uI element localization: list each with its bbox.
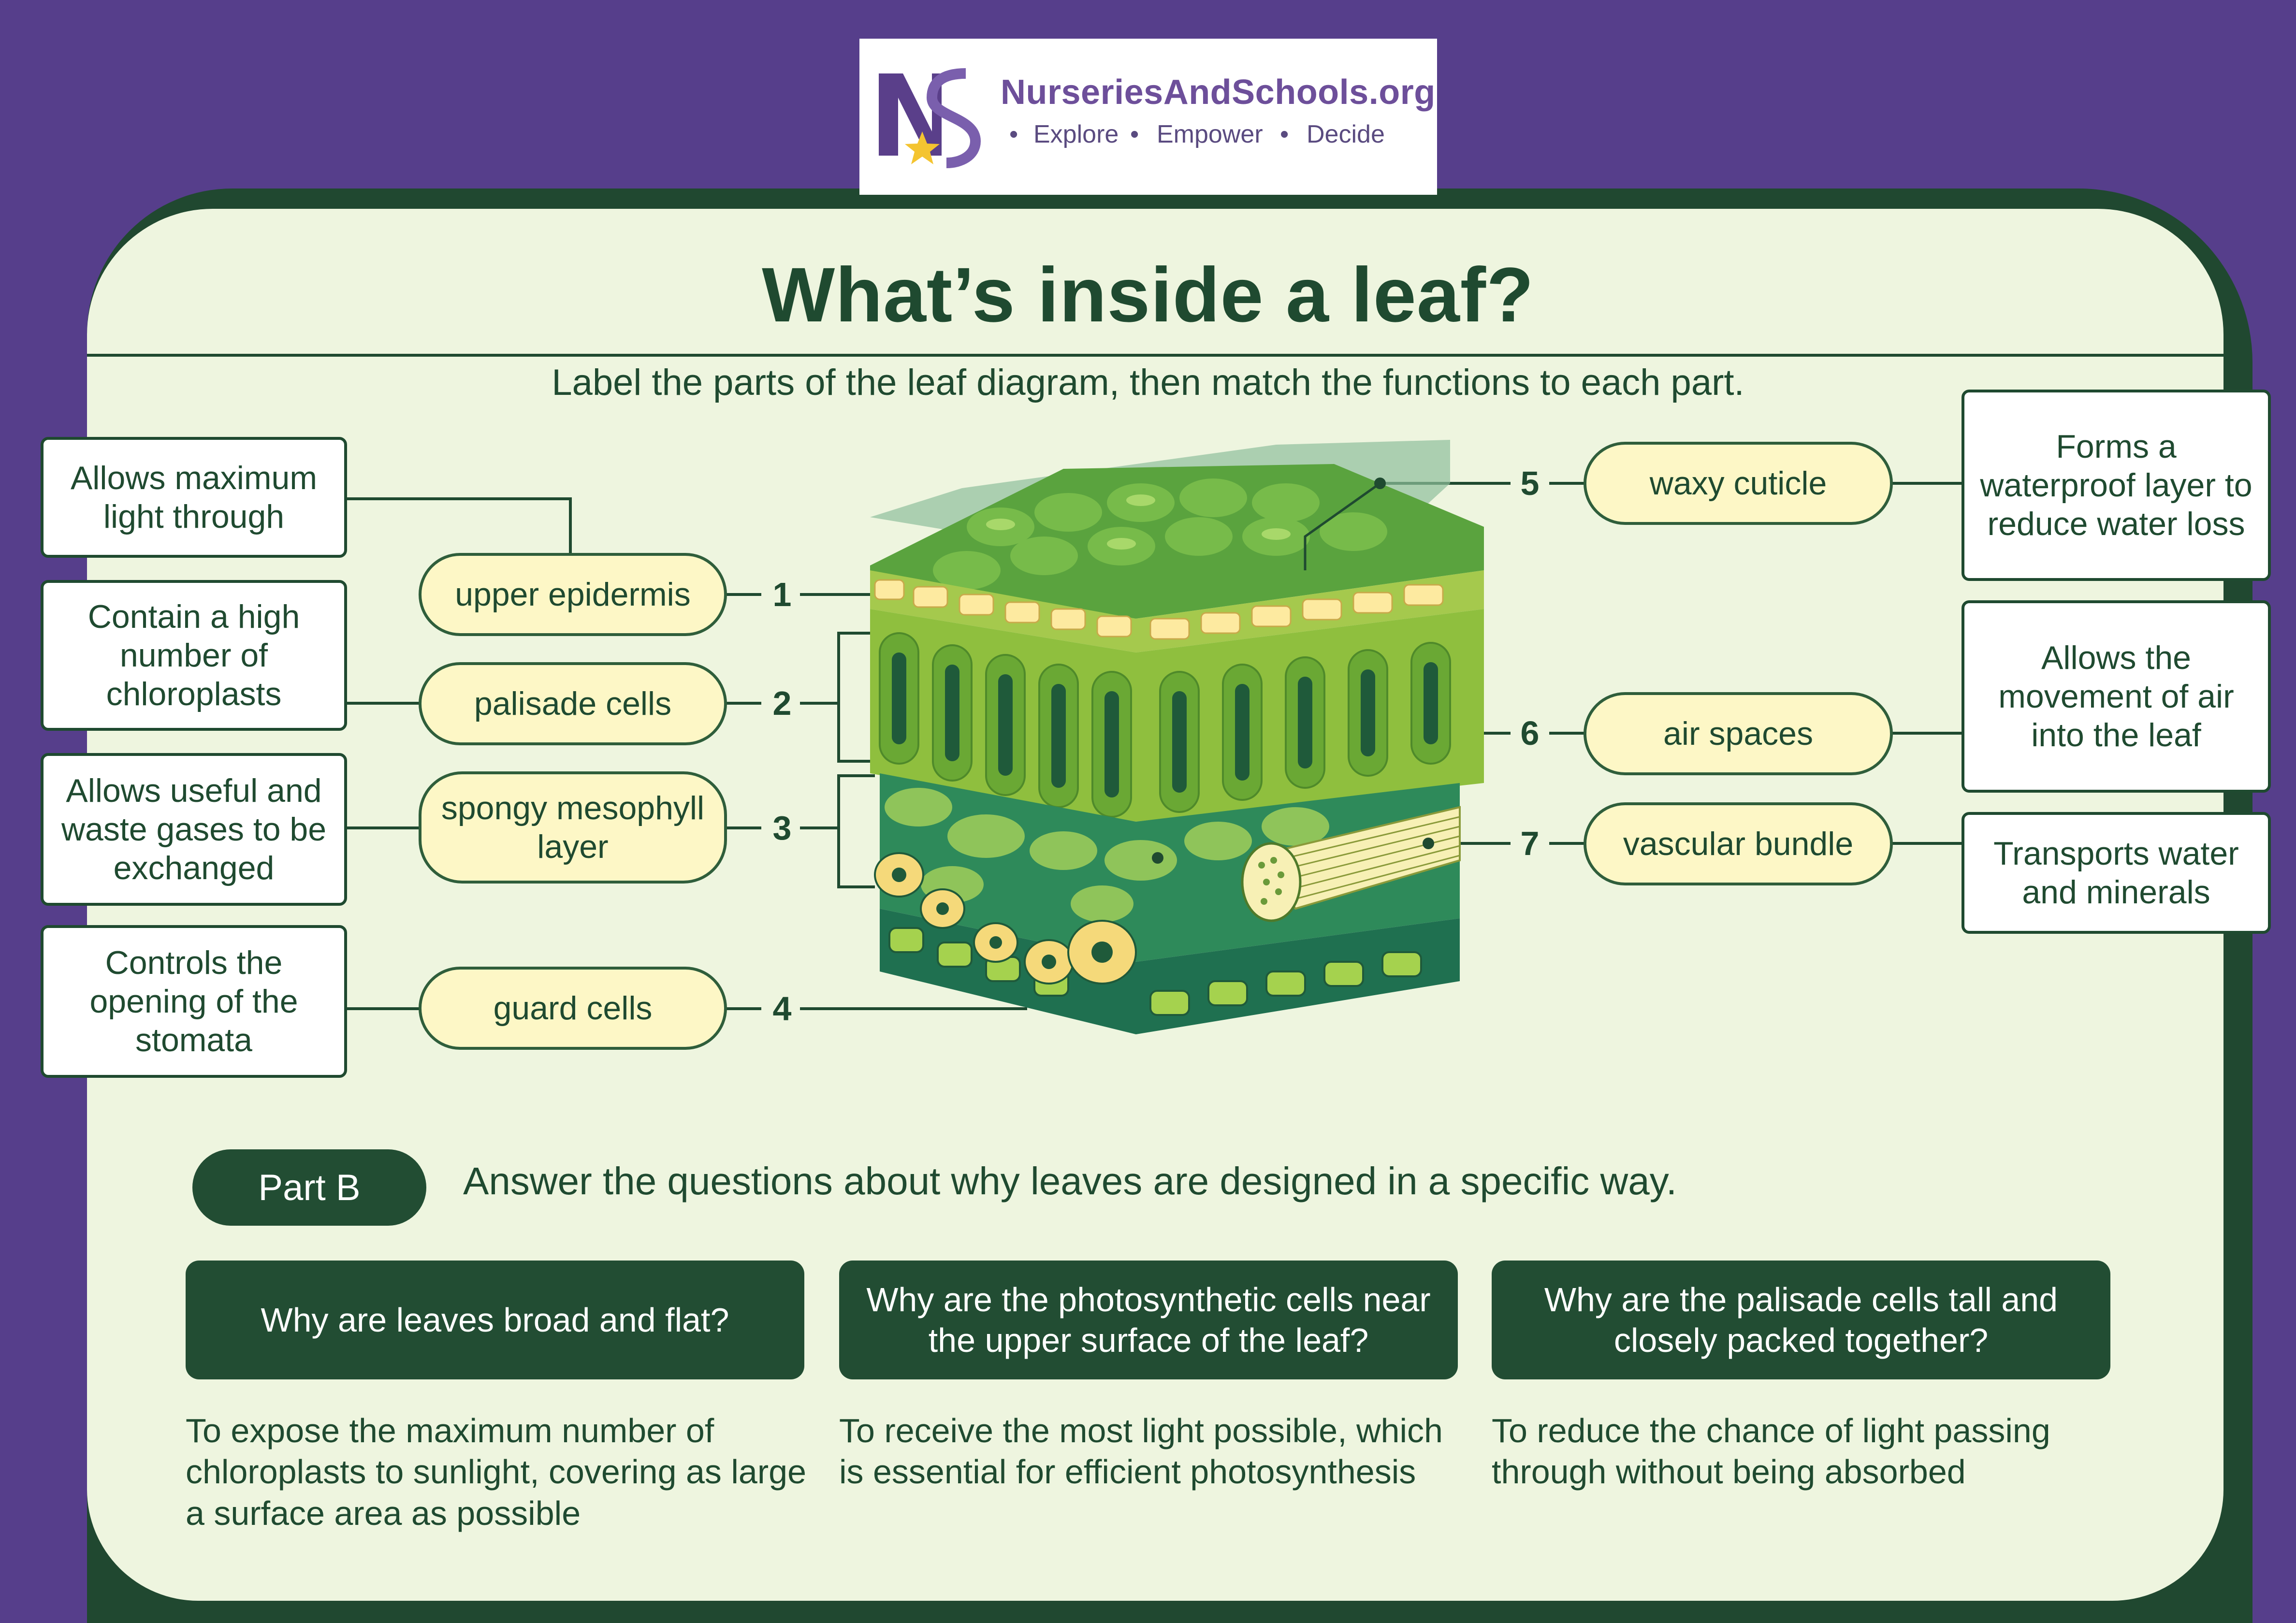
- tag-dot-icon: •: [1280, 120, 1289, 148]
- tagline-decide: Decide: [1307, 120, 1385, 148]
- tag-dot-icon: •: [1130, 120, 1139, 148]
- question-box-2: Why are the photosynthetic cells near th…: [839, 1261, 1458, 1379]
- function-box-spongy-mesophyll[interactable]: Allows useful and waste gases to be exch…: [41, 753, 347, 906]
- label-pill-guard-cells[interactable]: guard cells: [419, 967, 727, 1050]
- answer-text-3: To reduce the chance of light passing th…: [1492, 1412, 2050, 1491]
- label-pill-air-spaces[interactable]: air spaces: [1584, 692, 1893, 775]
- label-number-4: 4: [772, 990, 792, 1028]
- label-number-5: 5: [1520, 464, 1540, 502]
- instruction-text: Label the parts of the leaf diagram, the…: [552, 362, 1744, 403]
- function-box-air-spaces[interactable]: Allows the movement of air into the leaf: [1962, 600, 2271, 793]
- page-title: What’s inside a leaf?: [762, 251, 1534, 338]
- label-pill-upper-epidermis[interactable]: upper epidermis: [419, 553, 727, 636]
- function-box-upper-epidermis[interactable]: Allows maximum light through: [41, 437, 347, 558]
- part-b-badge: Part B: [192, 1149, 426, 1226]
- answer-text-1: To expose the maximum number of chloropl…: [186, 1412, 807, 1532]
- label-pill-vascular-bundle[interactable]: vascular bundle: [1584, 802, 1893, 885]
- leaf-cross-section-diagram: [870, 440, 1484, 1034]
- label-number-3: 3: [772, 809, 792, 847]
- label-number-7: 7: [1520, 825, 1540, 862]
- title-divider: [87, 354, 2223, 357]
- function-box-vascular-bundle[interactable]: Transports water and minerals: [1962, 812, 2271, 934]
- function-box-palisade-cells[interactable]: Contain a high number of chloroplasts: [41, 580, 347, 731]
- question-box-1: Why are leaves broad and flat?: [186, 1261, 804, 1379]
- label-number-6: 6: [1520, 714, 1540, 752]
- label-number-2: 2: [772, 684, 792, 722]
- tagline-empower: Empower: [1157, 120, 1263, 148]
- label-pill-waxy-cuticle[interactable]: waxy cuticle: [1584, 442, 1893, 525]
- tag-dot-icon: •: [1009, 120, 1018, 148]
- label-pill-spongy-mesophyll[interactable]: spongy mesophyll layer: [419, 771, 727, 884]
- tagline-explore: Explore: [1033, 120, 1119, 148]
- logo-ns-icon: [879, 68, 981, 168]
- function-box-waxy-cuticle[interactable]: Forms a waterproof layer to reduce water…: [1962, 390, 2271, 581]
- question-box-3: Why are the palisade cells tall and clos…: [1492, 1261, 2110, 1379]
- logo[interactable]: NurseriesAndSchools.org • Explore • Empo…: [859, 39, 1437, 195]
- answer-text-2: To receive the most light possible, whic…: [839, 1412, 1443, 1491]
- function-box-guard-cells[interactable]: Controls the opening of the stomata: [41, 925, 347, 1078]
- logo-name: NurseriesAndSchools.org: [1001, 73, 1436, 112]
- part-b-instruction: Answer the questions about why leaves ar…: [463, 1159, 1677, 1203]
- label-number-1: 1: [772, 576, 792, 613]
- label-pill-palisade-cells[interactable]: palisade cells: [419, 662, 727, 745]
